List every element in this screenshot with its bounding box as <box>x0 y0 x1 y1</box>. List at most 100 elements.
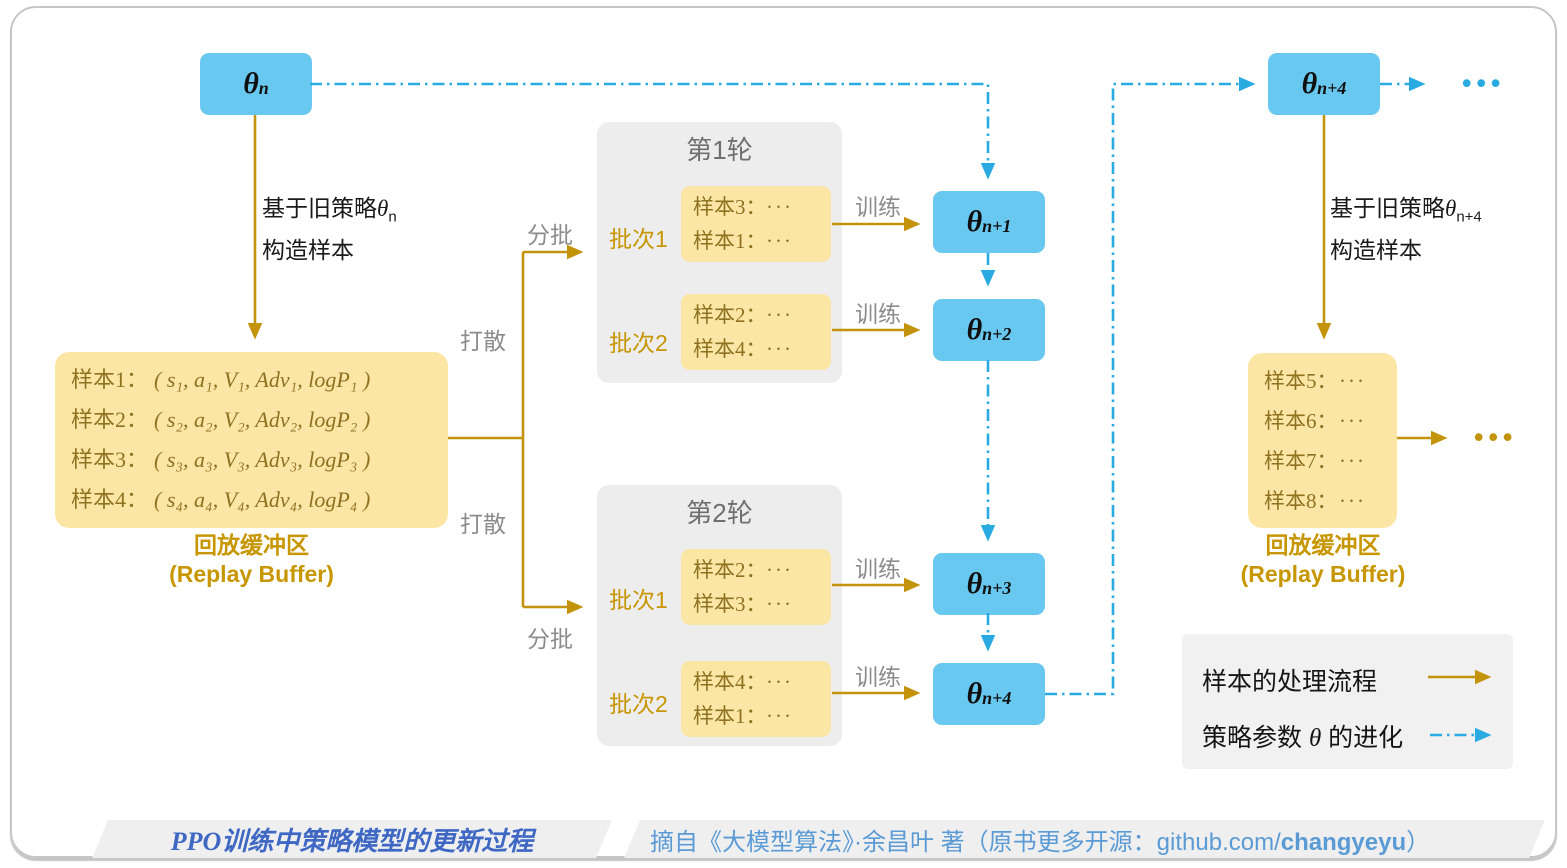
caption-cn: 回放缓冲区 <box>194 532 309 558</box>
ellipsis: ··· <box>766 229 793 253</box>
ellipsis: ··· <box>766 704 793 728</box>
sample-row: 样本7：··· <box>1264 441 1397 481</box>
source-text: 摘自《大模型算法》·余昌叶 著（原书更多开源： <box>650 828 1157 856</box>
legend-box: 样本的处理流程 策略参数 θ 的进化 <box>1182 634 1513 769</box>
legend-text: 策略参数 <box>1202 724 1309 752</box>
note-text: 基于旧策略 <box>262 195 377 221</box>
sample-row: 样本4：( s₄, a₄, V₄, Adv₄, logP₄ ) <box>71 480 448 520</box>
sample-label: 样本3： <box>71 447 149 472</box>
round-1-box: 第1轮 批次1 样本3：··· 样本1：··· 批次2 样本2：··· 样本4：… <box>597 122 842 383</box>
replay-buffer-right: 样本5：··· 样本6：··· 样本7：··· 样本8：··· <box>1248 353 1397 528</box>
sample-row: 样本5：··· <box>1264 361 1397 401</box>
construct-samples-note-right: 基于旧策略θn+4 构造样本 <box>1330 192 1482 266</box>
batch-label: 批次2 <box>609 330 668 356</box>
batch-box: 样本2：··· 样本4： ··· <box>681 294 831 370</box>
batch-box: 样本3： ··· 样本1： ··· <box>681 186 831 262</box>
shuffle-label-top: 打散 <box>460 328 506 354</box>
note-line1: 基于旧策略θn+4 <box>1330 192 1482 234</box>
source-domain: github.com/ <box>1156 828 1281 856</box>
theta-symbol: θ <box>966 677 983 710</box>
sample-label: 样本3： <box>693 592 756 616</box>
train-label-4: 训练 <box>855 664 901 690</box>
legend-policy-evolution-label: 策略参数 θ 的进化 <box>1202 718 1403 754</box>
ellipsis: ··· <box>766 337 793 361</box>
batch-sample-row: 样本2：··· <box>693 298 831 332</box>
source-attribution: 摘自《大模型算法》·余昌叶 著（原书更多开源：github.com/changy… <box>650 822 1430 857</box>
ellipsis: ··· <box>766 670 793 694</box>
caption-en: (Replay Buffer) <box>169 561 334 587</box>
train-label-3: 训练 <box>855 556 901 582</box>
theta-symbol: θ <box>1308 725 1322 752</box>
sample-row: 样本8： ··· <box>1264 481 1397 521</box>
legend-sample-flow-label: 样本的处理流程 <box>1202 668 1378 696</box>
sample-tuple: ( s₂, a₂, V₂, Adv₂, logP₂ ) <box>154 407 371 432</box>
batch-sample-row: 样本3： ··· <box>693 587 831 621</box>
sample-label: 样本1： <box>693 229 756 253</box>
diagram-title: PPO训练中策略模型的更新过程 <box>170 826 534 856</box>
replay-buffer-left-caption: 回放缓冲区 (Replay Buffer) <box>55 531 448 589</box>
ellipsis: ··· <box>766 303 793 327</box>
sample-label: 样本4： <box>71 487 149 512</box>
note-text: 基于旧策略 <box>1330 195 1445 221</box>
batch-sample-row: 样本3： ··· <box>693 190 831 224</box>
theta-symbol: θ <box>243 67 259 100</box>
note-line2: 构造样本 <box>262 236 354 263</box>
ellipsis: ··· <box>766 558 793 582</box>
batch-box: 样本2：··· 样本3： ··· <box>681 549 831 625</box>
footer-title-band: PPO训练中策略模型的更新过程 <box>92 820 612 858</box>
sample-label: 样本2： <box>71 407 149 432</box>
ellipsis: ··· <box>766 592 793 616</box>
batch-sample-row: 样本4： ··· <box>693 332 831 366</box>
sample-label: 样本6： <box>1264 409 1327 433</box>
batch-label: 批次2 <box>609 691 668 717</box>
legend-text: 的进化 <box>1321 724 1404 752</box>
samples-continue-ellipsis: ••• <box>1474 422 1518 452</box>
sample-row: 样本6： ··· <box>1264 401 1397 441</box>
sample-label: 样本1： <box>693 704 756 728</box>
theta-symbol: θ <box>377 196 389 221</box>
source-text: ） <box>1406 828 1431 856</box>
train-label-1: 训练 <box>855 194 901 220</box>
caption-cn: 回放缓冲区 <box>1265 532 1381 558</box>
note-line1: 基于旧策略θn <box>262 192 397 234</box>
theta-symbol: θ <box>966 567 983 600</box>
sample-label: 样本8： <box>1264 489 1327 513</box>
sample-tuple: ( s₁, a₁, V₁, Adv₁, logP₁ ) <box>154 367 371 392</box>
ellipsis: ··· <box>766 195 793 219</box>
round-title: 第2轮 <box>686 498 753 528</box>
ellipsis: ··· <box>1339 489 1366 513</box>
round-2-box: 第2轮 批次1 样本2：··· 样本3：··· 批次2 样本4：··· 样本1：… <box>597 485 842 746</box>
sample-label: 样本4： <box>693 337 756 361</box>
round-title: 第1轮 <box>686 135 753 165</box>
batch-sample-row: 样本1： ··· <box>693 699 831 733</box>
construct-samples-note-left: 基于旧策略θn 构造样本 <box>262 192 397 266</box>
theta-subscript: n <box>388 208 397 226</box>
theta-subscript: n+4 <box>1456 208 1482 226</box>
sample-label: 样本5： <box>1264 369 1327 393</box>
ellipsis: ··· <box>1339 449 1366 473</box>
caption-en: (Replay Buffer) <box>1240 561 1406 587</box>
theta-symbol: θ <box>1445 196 1457 221</box>
sample-label: 样本1： <box>71 367 149 392</box>
split-label-bottom: 分批 <box>527 626 573 652</box>
sample-label: 样本3： <box>693 195 756 219</box>
replay-buffer-right-caption: 回放缓冲区 (Replay Buffer) <box>1223 531 1423 589</box>
source-username: changyeyu <box>1280 828 1407 856</box>
ellipsis: ··· <box>1339 409 1366 433</box>
batch-sample-row: 样本2：··· <box>693 553 831 587</box>
batch-sample-row: 样本4： ··· <box>693 665 831 699</box>
sample-label: 样本4： <box>693 670 756 694</box>
policy-continues-ellipsis: ••• <box>1462 68 1506 98</box>
theta-symbol: θ <box>966 313 983 346</box>
footer-source-band: 摘自《大模型算法》·余昌叶 著（原书更多开源：github.com/changy… <box>624 820 1545 858</box>
sample-row: 样本3：( s₃, a₃, V₃, Adv₃, logP₃ ) <box>71 440 448 480</box>
note-line2: 构造样本 <box>1330 236 1422 263</box>
shuffle-label-bottom: 打散 <box>460 511 506 537</box>
replay-buffer-left: 样本1：( s₁, a₁, V₁, Adv₁, logP₁ ) 样本2：( s₂… <box>55 352 448 528</box>
